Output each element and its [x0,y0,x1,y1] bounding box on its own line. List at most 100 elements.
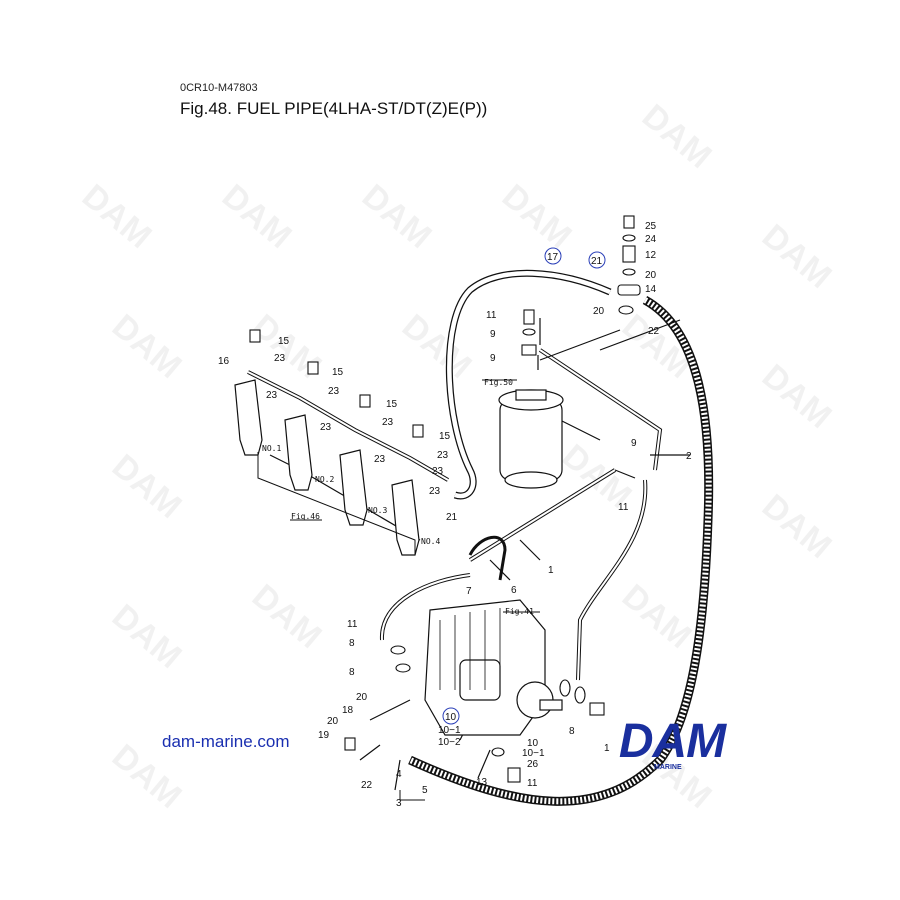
watermark: DAM [105,307,189,386]
label-part-9: 9 [490,353,496,364]
pipes-layer [247,269,714,806]
ref-fig41: Fig.41 [505,607,534,616]
fuel-hose-main-inner [408,297,712,805]
callout-circle-17 [544,247,562,265]
watermark: DAM [355,177,439,256]
label-part-19: 19 [318,730,330,741]
label-part-4: 4 [396,769,402,780]
watermark: DAM [245,577,329,656]
label-part-11: 11 [347,619,358,630]
ref-no4: NO.4 [421,537,440,546]
injector-1 [234,379,263,456]
part-labels: 25 24 12 20 14 20 22 17 21 11 9 9 9 2 11… [218,221,692,809]
label-part-15: 15 [332,367,344,378]
label-part-26: 26 [527,759,539,770]
label-part-21: 21 [446,512,458,523]
label-part-10-1: 10−1 [522,748,545,759]
label-part-1: 1 [604,743,610,754]
label-part-10: 10 [445,712,457,723]
watermark: DAM [105,447,189,526]
label-part-20: 20 [327,716,339,727]
label-part-5: 5 [422,785,428,796]
label-part-9: 9 [490,329,496,340]
return-hose-17-inner [447,271,611,499]
label-part-9: 9 [631,438,637,449]
ref-no2: NO.2 [315,475,334,484]
label-part-25: 25 [645,221,657,232]
label-part-23: 23 [432,466,444,477]
label-part-23: 23 [266,390,278,401]
injectors [234,379,420,556]
label-part-3: 3 [396,798,402,809]
label-part-23: 23 [374,454,386,465]
label-part-8: 8 [349,667,355,678]
label-part-15: 15 [439,431,451,442]
ref-no1: NO.1 [262,444,281,453]
ref-fig46: Fig.46 [291,512,320,521]
label-part-18: 18 [342,705,354,716]
watermark: DAM [615,577,699,656]
injection-pump [424,599,563,736]
label-part-23: 23 [328,386,340,397]
fittings [249,215,641,783]
label-part-24: 24 [645,234,657,245]
label-part-6: 6 [511,585,517,596]
callout-circle-10 [442,707,460,725]
document-code: 0CR10-M47803 [180,82,258,94]
injector-3 [339,449,368,526]
label-part-11: 11 [486,310,497,321]
label-part-12: 12 [645,250,657,261]
dam-marine-logo: DAM MARINE [604,715,740,778]
label-part-11: 11 [527,778,538,789]
label-part-16: 16 [218,356,230,367]
circled-callouts [442,247,606,725]
label-part-23: 23 [437,450,449,461]
reference-brackets [257,379,540,801]
fuel-filter [498,389,564,489]
label-part-22: 22 [648,326,660,337]
watermark: DAM [105,597,189,676]
label-part-23: 23 [382,417,394,428]
label-part-7: 7 [466,586,472,597]
label-part-8: 8 [569,726,575,737]
label-part-13: 13 [476,777,488,788]
label-part-14: 14 [645,284,657,295]
label-part-15: 15 [278,336,290,347]
label-part-11: 11 [618,502,629,513]
label-part-20: 20 [645,270,657,281]
watermark: DAM [755,487,839,566]
label-part-10: 10 [527,738,539,749]
label-part-2: 2 [686,451,692,462]
website-link[interactable]: dam-marine.com [162,732,290,751]
label-part-20: 20 [593,306,605,317]
logo-text: DAM [618,715,726,768]
watermark: DAM [755,217,839,296]
logo-subtext: MARINE [654,764,682,771]
label-part-1: 1 [548,565,554,576]
label-part-17: 17 [547,252,559,263]
label-part-8: 8 [349,638,355,649]
ref-fig50: Fig.50 [484,378,513,387]
ref-no3: NO.3 [368,506,387,515]
watermark: DAM [215,177,299,256]
label-part-15: 15 [386,399,398,410]
watermark: DAM [755,357,839,436]
watermark: DAM [635,97,719,176]
label-part-10-2: 10−2 [438,737,461,748]
label-part-10-1: 10−1 [438,725,461,736]
watermark: DAM [495,177,579,256]
clamp-6 [468,535,507,581]
figure-title: Fig.48. FUEL PIPE(4LHA-ST/DT(Z)E(P)) [180,99,488,118]
label-part-21: 21 [591,256,603,267]
callout-circle-21 [588,251,606,269]
label-part-23: 23 [274,353,286,364]
watermark: DAM [395,307,479,386]
label-part-20: 20 [356,692,368,703]
label-part-23: 23 [320,422,332,433]
label-part-23: 23 [429,486,441,497]
label-part-22: 22 [361,780,373,791]
reference-tags: Fig.50 Fig.46 Fig.41 NO.1 NO.2 NO.3 NO.4 [262,378,534,616]
watermark: DAM [75,177,159,256]
injector-2 [284,414,313,491]
